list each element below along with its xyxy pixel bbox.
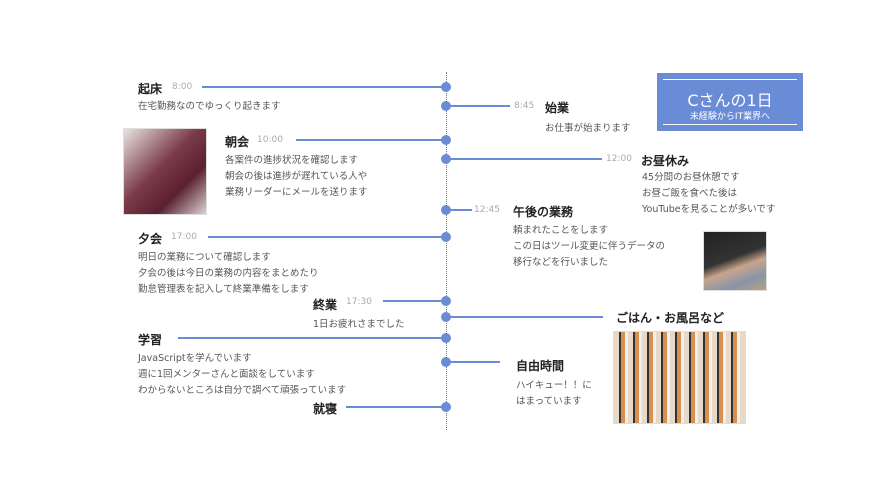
event-title: 起床	[138, 82, 163, 96]
photo-typing	[703, 231, 767, 291]
photo-stretching	[123, 128, 207, 215]
event-title: 午後の業務	[513, 205, 574, 219]
timeline-dot	[441, 296, 451, 306]
event-title: 夕会	[138, 232, 163, 246]
event-title: 自由時間	[516, 359, 565, 373]
timeline-dot	[441, 135, 451, 145]
timeline-dot	[441, 402, 451, 412]
event-time: 17:30	[346, 297, 372, 307]
connector-line	[296, 139, 446, 141]
event-title: 朝会	[225, 135, 250, 149]
subtitle: 未経験からIT業界へ	[689, 112, 771, 122]
event-time: 17:00	[171, 232, 197, 242]
connector-line	[446, 105, 510, 107]
connector-line	[346, 406, 446, 408]
event-desc: 1日お疲れさまでした	[313, 319, 405, 330]
event-desc: ハイキュー！！にはまっています	[516, 380, 592, 407]
event-desc: 在宅勤務なのでゆっくり起きます	[138, 101, 281, 112]
connector-line	[383, 300, 446, 302]
event-desc: 頼まれたことをしますこの日はツール変更に伴うデータの移行などを行いました	[513, 225, 666, 268]
event-title: 始業	[545, 101, 570, 115]
event-title: 就寝	[313, 402, 338, 416]
event-desc: JavaScriptを学んでいます週に1回メンターさんと面談をしていますわからな…	[138, 353, 347, 396]
event-time: 10:00	[257, 135, 283, 145]
timeline-dot	[441, 333, 451, 343]
title-box: Cさんの1日 未経験からIT業界へ	[657, 73, 803, 131]
event-title: ごはん・お風呂など	[616, 311, 725, 325]
event-desc: 各案件の進捗状況を確認します朝会の後は進捗が遅れている人や業務リーダーにメールを…	[225, 155, 368, 198]
event-title: 学習	[138, 333, 163, 347]
event-title: 終業	[313, 298, 338, 312]
connector-line	[446, 316, 603, 318]
event-time: 8:00	[172, 82, 193, 92]
event-desc: 明日の業務について確認します夕会の後は今日の業務の内容をまとめたり勤怠管理表を記…	[138, 252, 319, 295]
event-time: 12:00	[606, 154, 632, 164]
connector-line	[178, 337, 446, 339]
photo-manga	[613, 331, 746, 424]
connector-line	[446, 158, 602, 160]
timeline-dot	[441, 232, 451, 242]
event-time: 8:45	[514, 101, 535, 111]
connector-line	[446, 209, 472, 211]
event-desc: お仕事が始まります	[545, 123, 631, 134]
event-time: 12:45	[474, 205, 500, 215]
timeline-axis	[446, 72, 447, 430]
event-title: お昼休み	[641, 154, 690, 168]
timeline-dot	[441, 82, 451, 92]
title: Cさんの1日	[687, 91, 773, 110]
connector-line	[208, 236, 446, 238]
connector-line	[202, 86, 446, 88]
connector-line	[446, 361, 500, 363]
